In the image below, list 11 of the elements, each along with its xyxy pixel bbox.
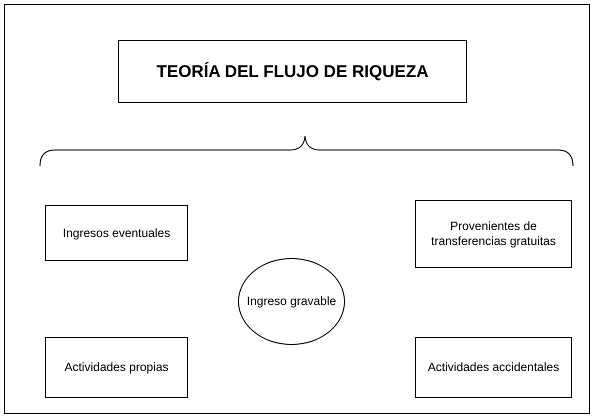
concept-box: [45, 337, 188, 398]
box-label: Provenientes de transferencias gratuitas: [430, 219, 557, 249]
title-text: TEORÍA DEL FLUJO DE RIQUEZA: [156, 64, 429, 79]
box-label: Ingresos eventuales: [62, 226, 170, 240]
title-box: [118, 40, 467, 103]
box-label: Actividades propias: [64, 360, 169, 375]
concept-box: [45, 205, 188, 261]
ellipse-label: Ingreso gravable: [246, 294, 336, 309]
concept-box: [415, 200, 572, 268]
concept-box: [415, 337, 572, 398]
box-label: Actividades accidentales: [428, 360, 560, 375]
